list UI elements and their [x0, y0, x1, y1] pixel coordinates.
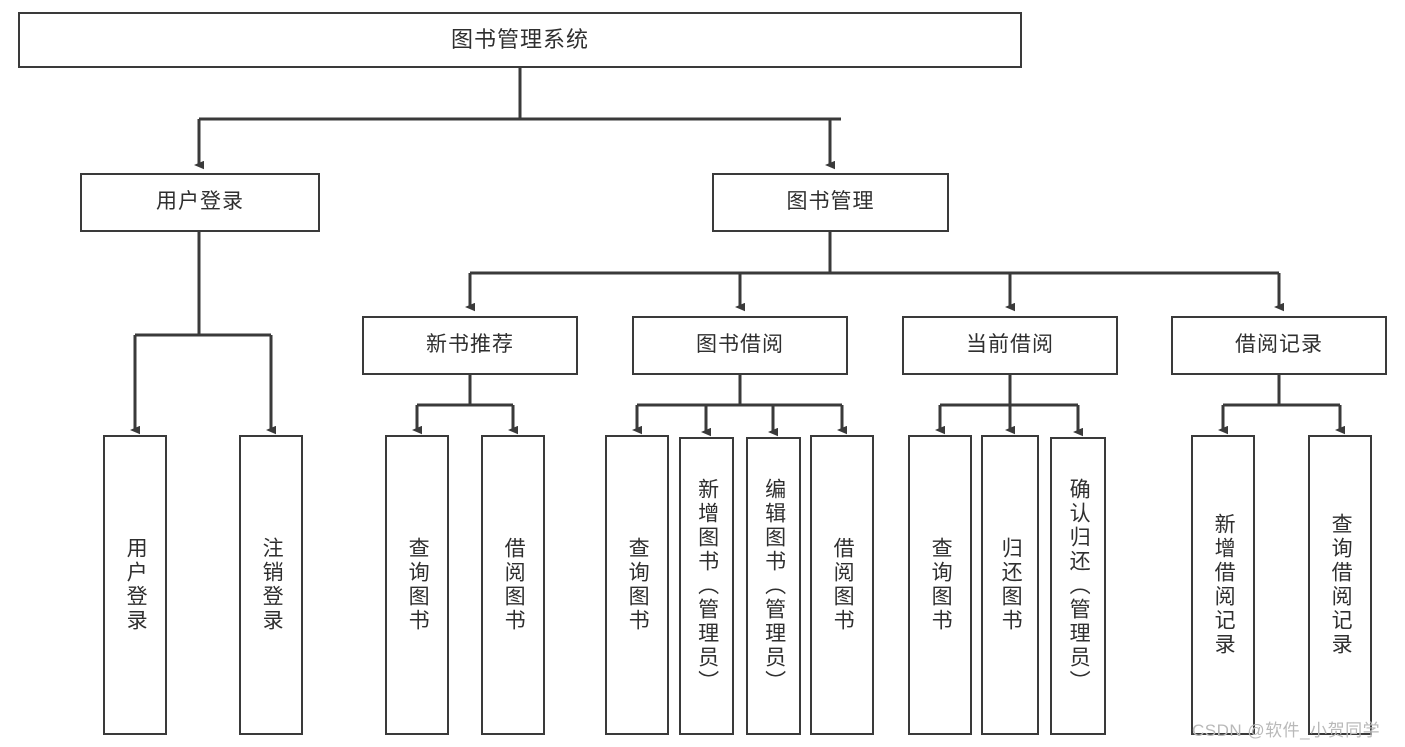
leaf-add-borrow-record[interactable]: 新增借阅记录 [1191, 435, 1255, 735]
csdn-watermark: CSDN @软件_小贺同学 [1192, 721, 1381, 740]
node-book-borrow[interactable]: 图书借阅 [632, 316, 848, 375]
leaf-user-login[interactable]: 用户登录 [103, 435, 167, 735]
leaf-edit-book-admin[interactable]: 编辑图书（管理员） [746, 437, 801, 735]
leaf-borrow-book[interactable]: 借阅图书 [810, 435, 874, 735]
leaf-user-logout[interactable]: 注销登录 [239, 435, 303, 735]
leaf-query-borrow-record[interactable]: 查询借阅记录 [1308, 435, 1372, 735]
leaf-return-book[interactable]: 归还图书 [981, 435, 1039, 735]
leaf-add-book-admin[interactable]: 新增图书（管理员） [679, 437, 734, 735]
node-user-login[interactable]: 用户登录 [80, 173, 320, 232]
leaf-query-book-recommend[interactable]: 查询图书 [385, 435, 449, 735]
leaf-query-book-borrow[interactable]: 查询图书 [605, 435, 669, 735]
node-root-system[interactable]: 图书管理系统 [18, 12, 1022, 68]
node-borrow-records[interactable]: 借阅记录 [1171, 316, 1387, 375]
leaf-confirm-return-admin[interactable]: 确认归还（管理员） [1050, 437, 1106, 735]
leaf-query-book-current[interactable]: 查询图书 [908, 435, 972, 735]
node-current-borrow[interactable]: 当前借阅 [902, 316, 1118, 375]
node-new-book-recommend[interactable]: 新书推荐 [362, 316, 578, 375]
node-book-management[interactable]: 图书管理 [712, 173, 949, 232]
leaf-borrow-book-recommend[interactable]: 借阅图书 [481, 435, 545, 735]
